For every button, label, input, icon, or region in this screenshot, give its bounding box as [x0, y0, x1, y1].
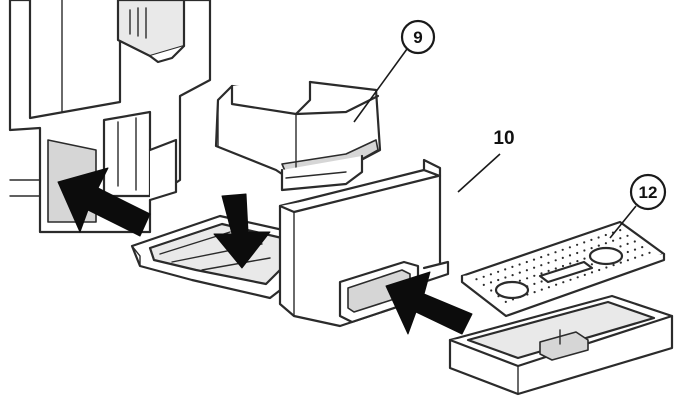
grid-perforation-dot — [482, 283, 485, 286]
grid-perforation-dot — [540, 272, 543, 275]
grid-perforation-dot — [569, 262, 572, 265]
callout-10-label: 10 — [493, 128, 514, 149]
grid-perforation-dot — [583, 257, 586, 260]
grid-perforation-dot — [504, 268, 507, 271]
grid-perforation-dot — [626, 259, 630, 262]
grid-perforation-dot — [604, 242, 608, 245]
callout-9-label: 9 — [413, 28, 422, 47]
grid-perforation-dot — [619, 229, 622, 232]
drip-grid-part-12 — [460, 220, 666, 318]
drip-base-tray — [130, 214, 298, 300]
grid-perforation-dot — [504, 300, 507, 303]
grid-perforation-dot — [525, 269, 529, 272]
grid-perforation-dot — [518, 271, 521, 274]
grid-perforation-dot — [626, 242, 629, 245]
grid-perforation-dot — [547, 261, 550, 264]
grid-perforation-dot — [526, 277, 529, 280]
grid-perforation-dot — [547, 286, 551, 289]
grid-perforation-dot — [554, 251, 557, 254]
grid-perforation-dot — [583, 273, 586, 276]
grid-perforation-dot — [626, 250, 629, 254]
grid-perforation-dot — [562, 281, 565, 284]
drip-tray-small — [448, 294, 674, 396]
grid-perforation-dot — [583, 241, 586, 244]
grid-perforation-dot — [561, 248, 564, 251]
grid-perforation-dot — [612, 239, 615, 242]
grid-perforation-dot — [497, 270, 500, 273]
grid-perforation-dot — [598, 268, 601, 272]
grid-perforation-dot — [634, 256, 637, 259]
grid-perforation-dot — [569, 278, 572, 281]
grid-perforation-dot — [554, 259, 557, 262]
grid-perforation-dot — [619, 237, 622, 240]
grid-perforation-dot — [561, 256, 564, 259]
grid-perforation-dot — [619, 245, 622, 248]
grid-perforation-dot — [525, 260, 528, 264]
grid-perforation-dot — [489, 273, 492, 276]
grid-perforation-dot — [533, 291, 536, 294]
grid-perforation-dot — [605, 266, 608, 269]
grid-perforation-dot — [497, 278, 500, 282]
grid-perforation-dot — [490, 289, 493, 292]
grid-perforation-dot — [533, 274, 536, 277]
grounds-container-part-9 — [214, 80, 382, 192]
grid-perforation-dot — [504, 276, 507, 279]
grid-perforation-dot — [532, 258, 536, 261]
grid-perforation-dot — [511, 274, 514, 277]
grid-perforation-dot — [576, 260, 579, 263]
grid-perforation-dot — [604, 233, 607, 237]
grid-perforation-dot — [511, 265, 514, 268]
grid-perforation-dot — [648, 251, 651, 254]
grid-perforation-dot — [590, 271, 594, 274]
grid-perforation-dot — [489, 281, 493, 284]
callout-12-label: 12 — [639, 183, 658, 202]
grid-perforation-dot — [576, 276, 579, 279]
grid-perforation-dot — [561, 264, 565, 268]
callout-9: 9 — [353, 19, 436, 123]
grid-perforation-dot — [626, 234, 629, 237]
grid-perforation-dot — [590, 247, 593, 250]
insert-arrow-frame — [385, 271, 473, 335]
grid-perforation-dot — [597, 244, 600, 247]
grid-perforation-dot — [568, 246, 572, 249]
grid-perforation-dot — [518, 279, 522, 282]
grid-perforation-dot — [555, 283, 558, 286]
grid-perforation-dot — [554, 267, 557, 270]
grid-perforation-dot — [568, 254, 572, 257]
grid-perforation-dot — [612, 264, 615, 267]
grid-perforation-dot — [547, 253, 550, 256]
callout-10: 10 — [457, 128, 515, 193]
grid-perforation-dot — [533, 266, 536, 269]
grid-perforation-dot — [641, 246, 644, 249]
grid-perforation-dot — [540, 264, 543, 267]
grid-perforation-dot — [633, 240, 636, 243]
grid-perforation-dot — [641, 254, 644, 257]
grid-perforation-dot — [518, 263, 521, 266]
grid-perforation-dot — [576, 243, 579, 246]
insert-arrow-machine — [57, 167, 151, 237]
grid-perforation-dot — [547, 269, 550, 272]
grid-perforation-dot — [590, 263, 594, 266]
callout-12: 12 — [609, 173, 667, 239]
grid-perforation-dot — [597, 236, 600, 239]
grid-perforation-dot — [590, 238, 593, 241]
grid-perforation-dot — [540, 280, 543, 283]
grid-perforation-dot — [619, 261, 622, 264]
grid-perforation-dot — [583, 249, 586, 252]
grid-perforation-dot — [633, 248, 637, 251]
grid-perforation-dot — [533, 282, 536, 285]
grid-perforation-dot — [482, 275, 485, 278]
grid-perforation-dot — [540, 256, 543, 259]
grid-perforation-dot — [540, 288, 543, 291]
grid-perforation-dot — [475, 278, 478, 281]
insert-arrow-down — [213, 193, 271, 269]
grid-perforation-dot — [576, 251, 579, 255]
